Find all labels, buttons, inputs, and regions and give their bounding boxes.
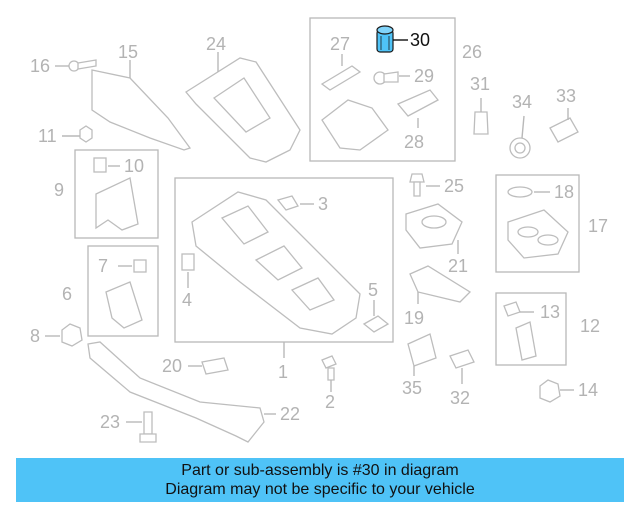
callout-9: 9 xyxy=(54,180,64,200)
part-30-highlighted xyxy=(376,25,394,53)
callout-19: 19 xyxy=(404,308,424,328)
callout-27: 27 xyxy=(330,34,350,54)
callout-11: 11 xyxy=(38,126,57,146)
callout-5: 5 xyxy=(368,280,378,300)
info-banner: Part or sub-assembly is #30 in diagram D… xyxy=(16,458,624,502)
part-23-bolt xyxy=(139,411,157,443)
part-1-opening-c xyxy=(290,277,336,311)
callout-23: 23 xyxy=(100,412,120,432)
part-34-ring xyxy=(509,137,531,159)
banner-line-2: Diagram may not be specific to your vehi… xyxy=(165,481,475,498)
part-22-duct xyxy=(87,341,265,443)
group-box-6 xyxy=(87,245,159,337)
callout-35: 35 xyxy=(402,378,422,398)
callout-18: 18 xyxy=(554,182,574,202)
callout-32: 32 xyxy=(450,388,470,408)
part-4-pad xyxy=(181,253,195,271)
part-20-pad xyxy=(201,357,229,375)
callout-2: 2 xyxy=(325,392,335,412)
callout-28: 28 xyxy=(404,132,424,152)
group-box-12 xyxy=(495,292,567,366)
part-21-cup xyxy=(421,215,447,229)
group-box-17 xyxy=(495,174,580,273)
part-9-bracket xyxy=(95,177,139,231)
part-31-socket xyxy=(473,111,489,135)
callout-13: 13 xyxy=(540,302,560,322)
part-15-trim-panel xyxy=(91,69,192,151)
part-24-opening xyxy=(212,77,271,133)
callout-10: 10 xyxy=(124,156,144,176)
callout-21: 21 xyxy=(448,256,468,276)
part-33-power-socket xyxy=(549,117,579,143)
part-25-bolt xyxy=(409,173,425,197)
part-11-nut xyxy=(79,125,93,143)
part-13-pad xyxy=(503,301,521,317)
part-16-screw xyxy=(68,59,97,72)
callout-12: 12 xyxy=(580,316,600,336)
part-35-cover xyxy=(407,333,437,367)
part-12-bracket xyxy=(515,321,537,361)
part-5-lid xyxy=(362,315,390,333)
part-1-opening-b xyxy=(254,245,304,281)
group-box-9 xyxy=(74,149,159,239)
part-8-grommet xyxy=(61,323,83,347)
callout-14: 14 xyxy=(578,380,598,400)
part-17-cup-b xyxy=(537,234,559,246)
part-2-bolt xyxy=(321,355,337,381)
callout-3: 3 xyxy=(318,194,328,214)
part-14-grommet xyxy=(539,379,561,403)
part-6-bracket xyxy=(105,281,143,329)
callout-26: 26 xyxy=(462,42,482,62)
callout-17: 17 xyxy=(588,216,608,236)
group-box-26 xyxy=(309,17,456,162)
callout-22: 22 xyxy=(280,404,300,424)
part-32-cap xyxy=(449,349,475,369)
callout-8: 8 xyxy=(30,326,40,346)
part-28-bracket xyxy=(396,89,439,117)
part-3-clip xyxy=(276,195,299,211)
callout-16: 16 xyxy=(30,56,50,76)
callout-30: 30 xyxy=(410,30,430,50)
part-18-ring xyxy=(507,186,533,198)
part-1-opening-a xyxy=(220,205,269,245)
callout-4: 4 xyxy=(182,290,192,310)
leader-34 xyxy=(521,115,525,139)
callout-15: 15 xyxy=(118,42,138,62)
callout-7: 7 xyxy=(98,256,108,276)
callout-29: 29 xyxy=(414,66,434,86)
part-26-housing xyxy=(321,99,389,151)
part-7-pad xyxy=(133,259,147,273)
part-10-pad xyxy=(93,157,107,173)
part-19-mat xyxy=(409,265,472,303)
part-27-pad xyxy=(320,65,362,91)
callout-34: 34 xyxy=(512,92,532,112)
callout-20: 20 xyxy=(162,356,182,376)
banner-line-1: Part or sub-assembly is #30 in diagram xyxy=(181,462,459,479)
part-29-bulb xyxy=(373,71,399,85)
callout-6: 6 xyxy=(62,284,72,304)
parts-diagram: 15 16 11 24 27 30 26 29 28 31 34 33 10 9… xyxy=(30,17,608,443)
callout-25: 25 xyxy=(444,176,464,196)
callout-31: 31 xyxy=(470,74,490,94)
callout-1: 1 xyxy=(278,362,288,382)
callout-33: 33 xyxy=(556,86,576,106)
callout-24: 24 xyxy=(206,34,226,54)
part-17-cup-a xyxy=(517,226,539,238)
